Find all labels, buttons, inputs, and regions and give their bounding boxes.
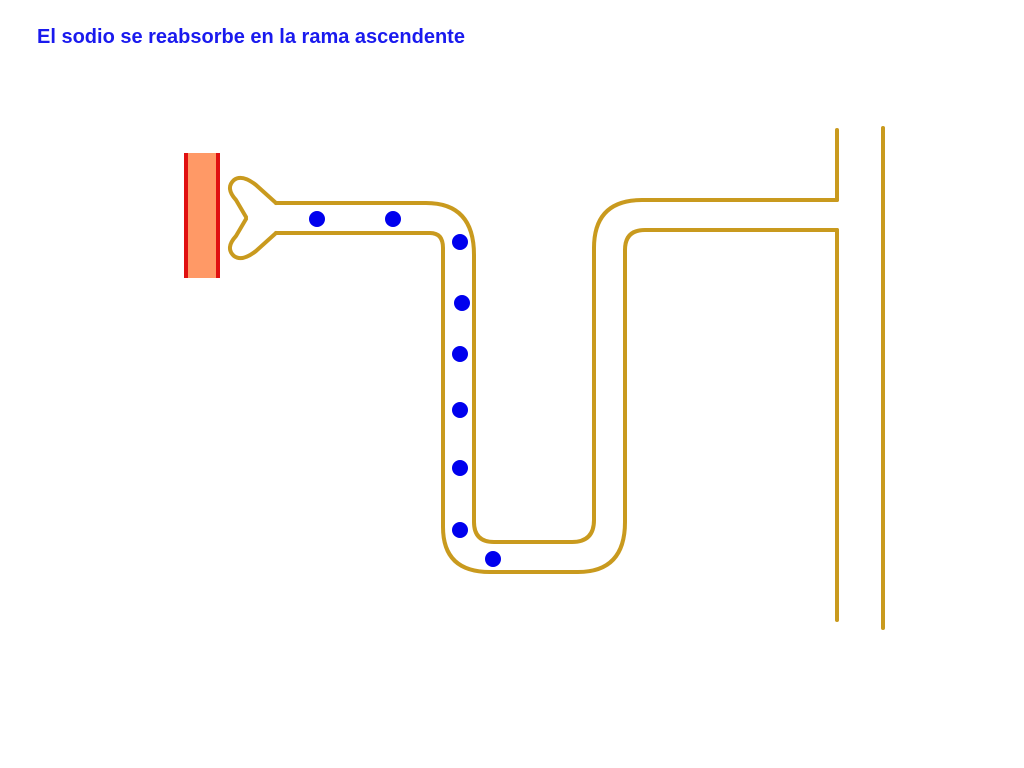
sodium-particle: [452, 402, 468, 418]
blood-vessel: [184, 153, 220, 278]
descending-limb-inner-wall: [274, 231, 627, 574]
sodium-particle: [452, 346, 468, 362]
ascending-limb-outer-bend: [592, 198, 839, 250]
descending-limb-outer-wall: [274, 201, 596, 544]
sodium-particle: [454, 295, 470, 311]
sodium-particle: [452, 460, 468, 476]
bowman-capsule-upper: [228, 175, 278, 219]
sodium-particle: [452, 522, 468, 538]
sodium-particle: [485, 551, 501, 567]
ascending-limb-inner-bend: [623, 228, 839, 252]
nephron-tubule: [228, 126, 885, 630]
sodium-particle: [309, 211, 325, 227]
sodium-particles: [309, 211, 501, 567]
slide-title: El sodio se reabsorbe en la rama ascende…: [37, 26, 465, 48]
sodium-particle: [452, 234, 468, 250]
bowman-capsule-lower: [228, 217, 278, 261]
blood-vessel-body: [186, 153, 218, 278]
sodium-particle: [385, 211, 401, 227]
